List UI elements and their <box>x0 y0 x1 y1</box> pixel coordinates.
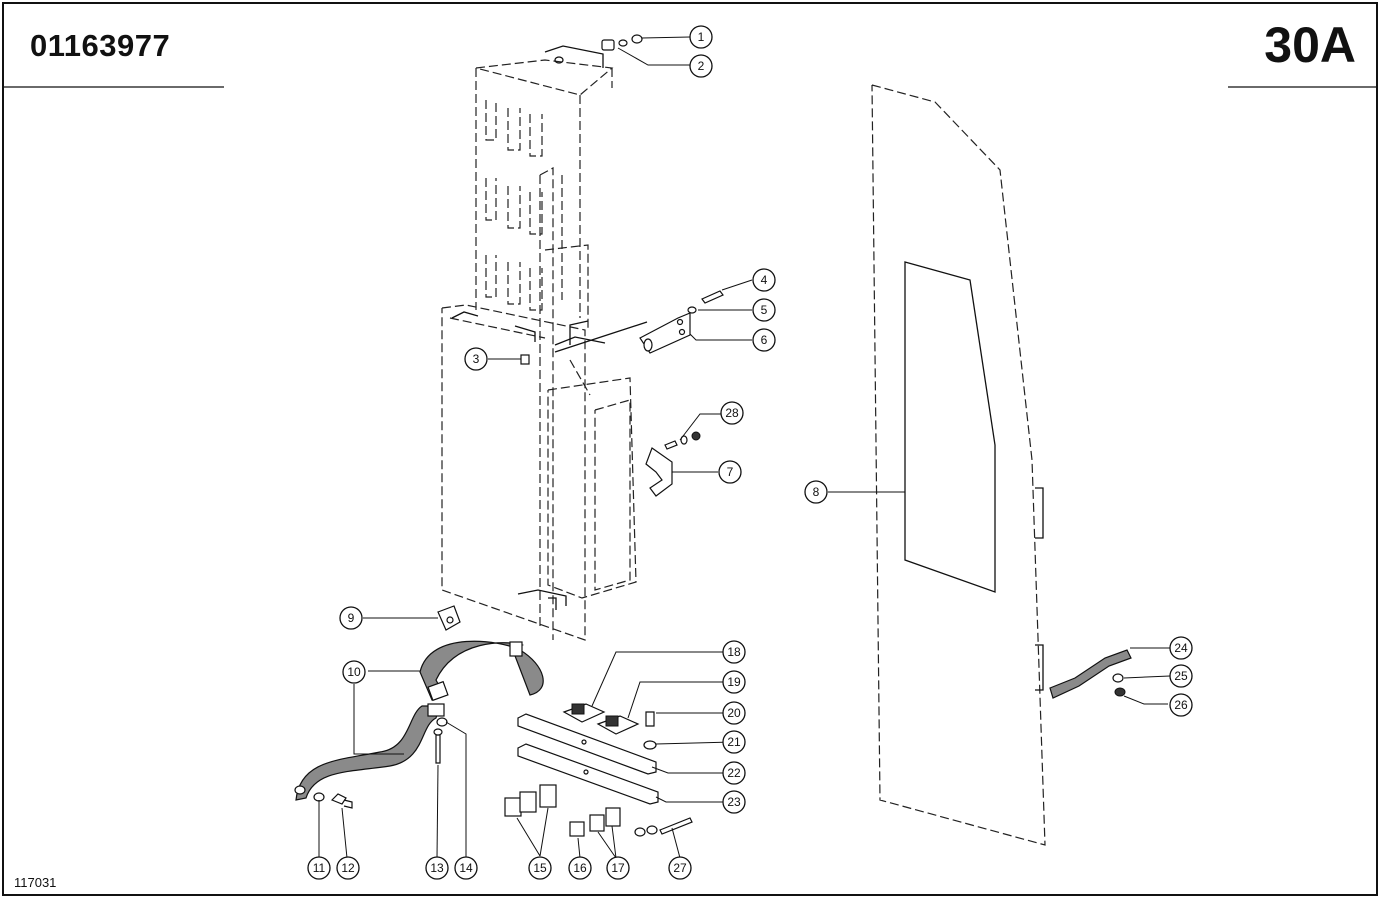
part-number: 01163977 <box>30 28 171 63</box>
callout-10: 10 <box>342 660 366 684</box>
callout-22: 22 <box>722 761 746 785</box>
callout-17: 17 <box>606 856 630 880</box>
callout-7: 7 <box>718 460 742 484</box>
callout-28: 28 <box>720 401 744 425</box>
callout-19: 19 <box>722 670 746 694</box>
svg-text:26: 26 <box>1174 698 1188 712</box>
callout-20: 20 <box>722 701 746 725</box>
callout-2: 2 <box>689 54 713 78</box>
svg-text:2: 2 <box>698 59 705 73</box>
svg-text:23: 23 <box>727 795 741 809</box>
svg-text:24: 24 <box>1174 641 1188 655</box>
bracket-group-7 <box>645 431 701 497</box>
svg-text:20: 20 <box>727 706 741 720</box>
door-panel <box>871 84 1046 846</box>
svg-text:14: 14 <box>459 861 473 875</box>
svg-text:18: 18 <box>727 645 741 659</box>
leader-lines <box>318 36 1171 859</box>
top-fasteners <box>520 34 643 365</box>
callout-1: 1 <box>689 25 713 49</box>
svg-text:11: 11 <box>313 861 326 875</box>
svg-text:13: 13 <box>430 861 444 875</box>
callout-23: 23 <box>722 790 746 814</box>
strap-24 <box>1049 649 1132 699</box>
callout-12: 12 <box>336 856 360 880</box>
callout-9: 9 <box>339 606 363 630</box>
callout-6: 6 <box>752 328 776 352</box>
svg-text:6: 6 <box>761 333 768 347</box>
svg-text:5: 5 <box>761 303 768 317</box>
svg-text:4: 4 <box>761 273 768 287</box>
callout-27: 27 <box>668 856 692 880</box>
svg-text:25: 25 <box>1174 669 1188 683</box>
clip-9 <box>437 605 461 631</box>
callout-3: 3 <box>464 347 488 371</box>
svg-text:17: 17 <box>611 861 625 875</box>
page-code: 30A <box>1264 17 1356 73</box>
cabinet-assembly <box>441 45 648 641</box>
svg-text:28: 28 <box>725 406 739 420</box>
bracket-group-6 <box>639 290 724 354</box>
screw-20-21 <box>643 711 657 750</box>
grommets-18-19 <box>562 703 640 735</box>
clips-15-17 <box>504 784 693 837</box>
svg-text:27: 27 <box>673 861 687 875</box>
callout-8: 8 <box>804 480 828 504</box>
svg-text:21: 21 <box>727 735 741 749</box>
callout-13: 13 <box>425 856 449 880</box>
bars-22-23 <box>517 713 659 805</box>
callout-26: 26 <box>1169 693 1193 717</box>
svg-text:10: 10 <box>347 665 361 679</box>
callout-4: 4 <box>752 268 776 292</box>
callout-11: 11 <box>307 856 331 880</box>
svg-text:12: 12 <box>341 861 355 875</box>
callout-5: 5 <box>752 298 776 322</box>
svg-text:8: 8 <box>813 485 820 499</box>
svg-text:7: 7 <box>727 465 734 479</box>
ground-straps-10 <box>294 640 544 801</box>
svg-text:1: 1 <box>698 30 705 44</box>
svg-text:22: 22 <box>727 766 741 780</box>
svg-text:3: 3 <box>473 352 480 366</box>
callout-18: 18 <box>722 640 746 664</box>
svg-text:9: 9 <box>348 611 355 625</box>
svg-text:15: 15 <box>533 861 547 875</box>
callout-16: 16 <box>568 856 592 880</box>
callout-24: 24 <box>1169 636 1193 660</box>
callout-14: 14 <box>454 856 478 880</box>
callout-21: 21 <box>722 730 746 754</box>
svg-text:19: 19 <box>727 675 741 689</box>
svg-text:16: 16 <box>573 861 587 875</box>
callout-15: 15 <box>528 856 552 880</box>
figure-number: 117031 <box>14 875 57 890</box>
callout-25: 25 <box>1169 664 1193 688</box>
